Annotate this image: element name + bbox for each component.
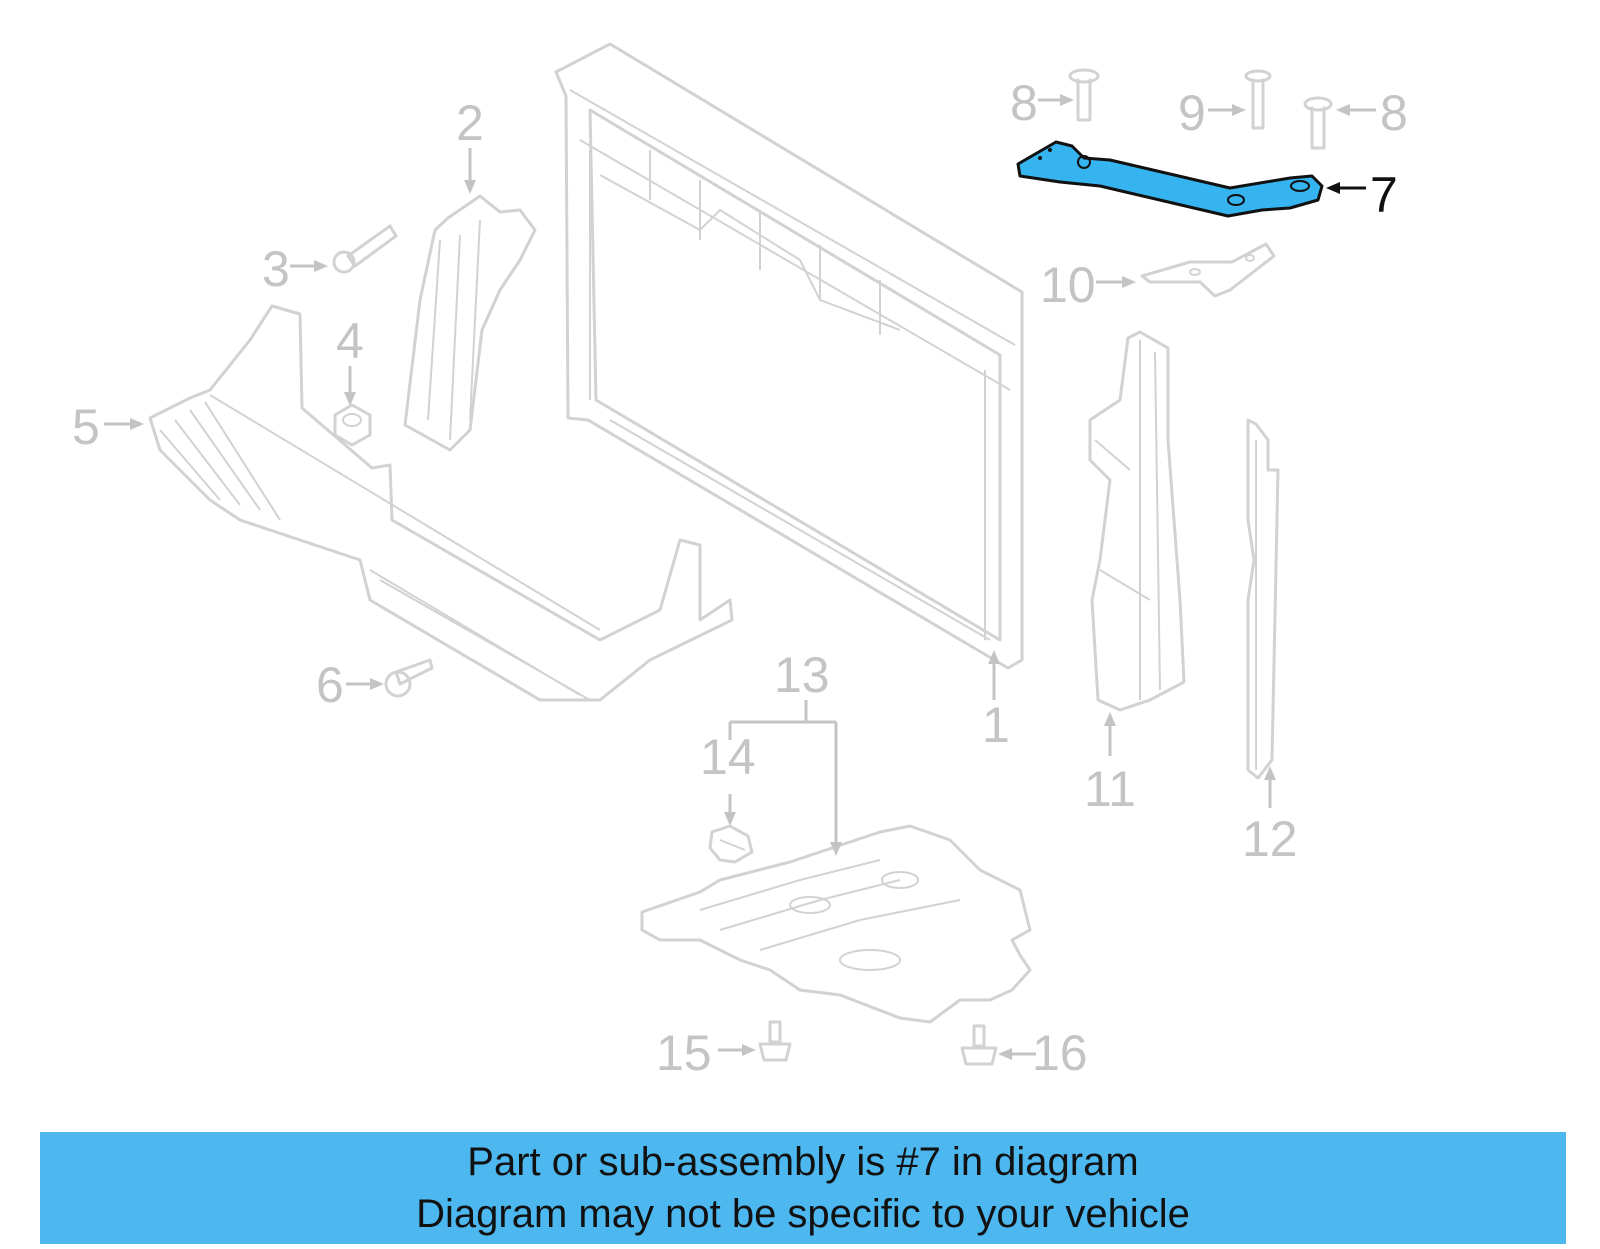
banner-line-1: Part or sub-assembly is #7 in diagram — [467, 1140, 1139, 1184]
part-2-side-bracket[interactable] — [403, 194, 537, 452]
part-14-clip[interactable] — [708, 824, 754, 864]
callout-5: 5 — [72, 399, 100, 455]
part-10-plate-bracket[interactable] — [1140, 242, 1276, 298]
callout-9: 9 — [1178, 85, 1206, 141]
part-9-bolt[interactable] — [1244, 69, 1272, 130]
part-11-air-guide[interactable] — [1088, 330, 1186, 712]
callout-12: 12 — [1242, 811, 1298, 867]
callout-6: 6 — [316, 657, 344, 713]
callout-10: 10 — [1040, 257, 1096, 313]
callout-13: 13 — [774, 647, 830, 703]
banner-line-2: Diagram may not be specific to your vehi… — [416, 1192, 1190, 1236]
callout-14: 14 — [700, 729, 756, 785]
info-banner: Part or sub-assembly is #7 in diagram Di… — [40, 1132, 1566, 1244]
part-15-bolt[interactable] — [758, 1020, 792, 1062]
callout-2: 2 — [456, 95, 484, 151]
part-6-screw[interactable] — [384, 658, 434, 698]
callout-8-right: 8 — [1380, 85, 1408, 141]
part-16-bolt[interactable] — [960, 1024, 998, 1066]
callout-7: 7 — [1370, 167, 1398, 223]
callout-15: 15 — [656, 1025, 712, 1081]
part-13-underbody-shield[interactable] — [640, 824, 1032, 1024]
part-8-bolt-right[interactable] — [1303, 96, 1333, 150]
callout-3: 3 — [262, 241, 290, 297]
callout-8-left: 8 — [1010, 75, 1038, 131]
part-7-upper-tie-bar[interactable] — [1016, 140, 1324, 218]
callout-11: 11 — [1084, 761, 1136, 817]
part-5-lower-crossmember[interactable] — [148, 304, 734, 702]
part-8-bolt-left[interactable] — [1068, 68, 1100, 122]
callout-16: 16 — [1032, 1025, 1088, 1081]
part-1-radiator-support[interactable] — [554, 42, 1024, 670]
part-3-bolt[interactable] — [332, 224, 398, 274]
callout-1: 1 — [982, 697, 1010, 753]
callout-4: 4 — [336, 313, 364, 369]
part-12-side-seal[interactable] — [1246, 418, 1280, 780]
